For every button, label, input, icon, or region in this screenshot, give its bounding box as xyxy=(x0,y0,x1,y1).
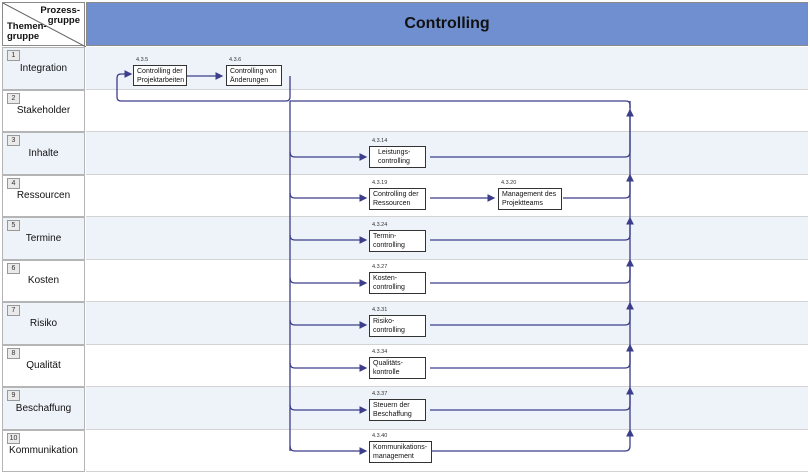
process-id: 4.3.20 xyxy=(501,180,517,186)
process-label: Kosten- controlling xyxy=(373,275,405,291)
knowledge-area-name: Termine xyxy=(25,232,62,244)
knowledge-area-name: Inhalte xyxy=(28,147,59,159)
flow-to-4331 xyxy=(289,319,368,329)
process-id: 4.3.5 xyxy=(136,57,149,63)
process-box-4-3-14: 4.3.14 Leistungs- controlling xyxy=(369,138,426,168)
process-group-title: Controlling xyxy=(404,15,490,32)
knowledge-area-name: Kommunikation xyxy=(9,445,78,457)
swimlane-band xyxy=(86,302,808,345)
process-box-4-3-37: 4.3.37 Steuern der Beschaffung xyxy=(369,391,426,421)
process-label: Controlling der Projektarbeiten xyxy=(137,68,185,84)
flow-to-4324 xyxy=(289,234,368,244)
knowledge-area-name: Stakeholder xyxy=(16,105,71,117)
return-from-4327 xyxy=(430,258,634,284)
process-label: Leistungs- controlling xyxy=(378,149,411,165)
process-id: 4.3.34 xyxy=(372,349,388,355)
knowledge-area-number: 6 xyxy=(7,262,20,274)
knowledge-area-number: 2 xyxy=(7,92,20,104)
flow-to-4340 xyxy=(289,445,368,455)
knowledge-area-number: 8 xyxy=(7,347,20,359)
swimlane-band xyxy=(86,217,808,260)
knowledge-area-name: Risiko xyxy=(29,317,58,329)
process-label: Controlling von Änderungen xyxy=(230,68,277,84)
knowledge-area-name: Kosten xyxy=(27,275,60,287)
swimlane-band xyxy=(86,174,808,217)
return-from-4320 xyxy=(563,173,634,199)
knowledge-area-name: Integration xyxy=(19,62,68,74)
process-label: Controlling der Ressourcen xyxy=(373,191,419,207)
process-box-4-3-40: 4.3.40 Kommunikations- management xyxy=(369,433,432,463)
process-group-title-bar: Controlling xyxy=(86,2,808,46)
return-from-4324 xyxy=(430,216,634,241)
return-from-4331 xyxy=(430,301,634,326)
process-id: 4.3.24 xyxy=(372,222,388,228)
knowledge-area-name: Ressourcen xyxy=(16,190,71,202)
knowledge-area-number: 9 xyxy=(7,390,20,401)
knowledge-area-name: Beschaffung xyxy=(15,402,72,414)
process-box-4-3-24: 4.3.24 Termin- controlling xyxy=(369,222,426,252)
flow-to-4334 xyxy=(289,362,368,372)
process-group-header: Prozess- gruppe xyxy=(40,5,80,26)
knowledge-group-header: Themen- gruppe xyxy=(7,21,47,42)
knowledge-area-number: 1 xyxy=(7,50,20,61)
process-id: 4.3.19 xyxy=(372,180,388,186)
process-id: 4.3.27 xyxy=(372,264,388,270)
swimlane-band xyxy=(86,259,808,302)
swimlane-band xyxy=(86,89,808,132)
flow-to-4319 xyxy=(289,192,368,202)
process-label: Qualitäts- kontrolle xyxy=(373,360,403,376)
knowledge-area-name: Qualität xyxy=(26,360,61,372)
process-box-4-3-27: 4.3.27 Kosten- controlling xyxy=(369,264,426,294)
swimlane-band xyxy=(86,387,808,430)
process-id: 4.3.31 xyxy=(372,307,388,313)
process-label: Steuern der Beschaffung xyxy=(373,402,412,418)
process-label: Termin- controlling xyxy=(373,233,405,249)
process-id: 4.3.40 xyxy=(372,433,388,439)
process-label: Management des Projektteams xyxy=(502,191,557,207)
swimlane-band xyxy=(86,47,808,90)
process-box-4-3-6: 4.3.6 Controlling von Änderungen xyxy=(226,57,282,86)
knowledge-area-number: 10 xyxy=(7,432,20,444)
flow-to-4337 xyxy=(289,404,368,414)
flow-to-4327 xyxy=(289,277,368,287)
knowledge-area-number: 4 xyxy=(7,177,20,189)
return-from-4337 xyxy=(430,386,634,411)
corner-diagonal xyxy=(3,3,86,47)
knowledge-area-number: 7 xyxy=(7,305,20,316)
swimlane-band xyxy=(86,132,808,175)
return-from-4334 xyxy=(430,343,634,369)
return-from-4340 xyxy=(432,428,634,452)
swimlane-band xyxy=(86,344,808,387)
flow-436-to-435 xyxy=(116,70,291,102)
knowledge-area-number: 5 xyxy=(7,220,20,231)
knowledge-area-number: 3 xyxy=(7,135,20,146)
process-id: 4.3.6 xyxy=(229,57,242,63)
process-id: 4.3.14 xyxy=(372,138,388,144)
process-box-4-3-34: 4.3.34 Qualitäts- kontrolle xyxy=(369,349,426,379)
process-id: 4.3.37 xyxy=(372,391,388,397)
process-label: Kommunikations- management xyxy=(373,444,428,460)
process-box-4-3-19: 4.3.19 Controlling der Ressourcen xyxy=(369,180,426,210)
process-box-4-3-31: 4.3.31 Risiko- controlling xyxy=(369,307,426,337)
flow-to-4314 xyxy=(289,151,368,161)
return-feedback-top xyxy=(290,100,631,108)
process-box-4-3-5: 4.3.5 Controlling der Projektarbeiten xyxy=(133,57,187,86)
return-from-4314 xyxy=(430,108,634,158)
header-corner-cell: Prozess- gruppe Themen- gruppe xyxy=(2,2,86,47)
process-box-4-3-20: 4.3.20 Management des Projektteams xyxy=(498,180,562,210)
process-label: Risiko- controlling xyxy=(373,318,405,334)
